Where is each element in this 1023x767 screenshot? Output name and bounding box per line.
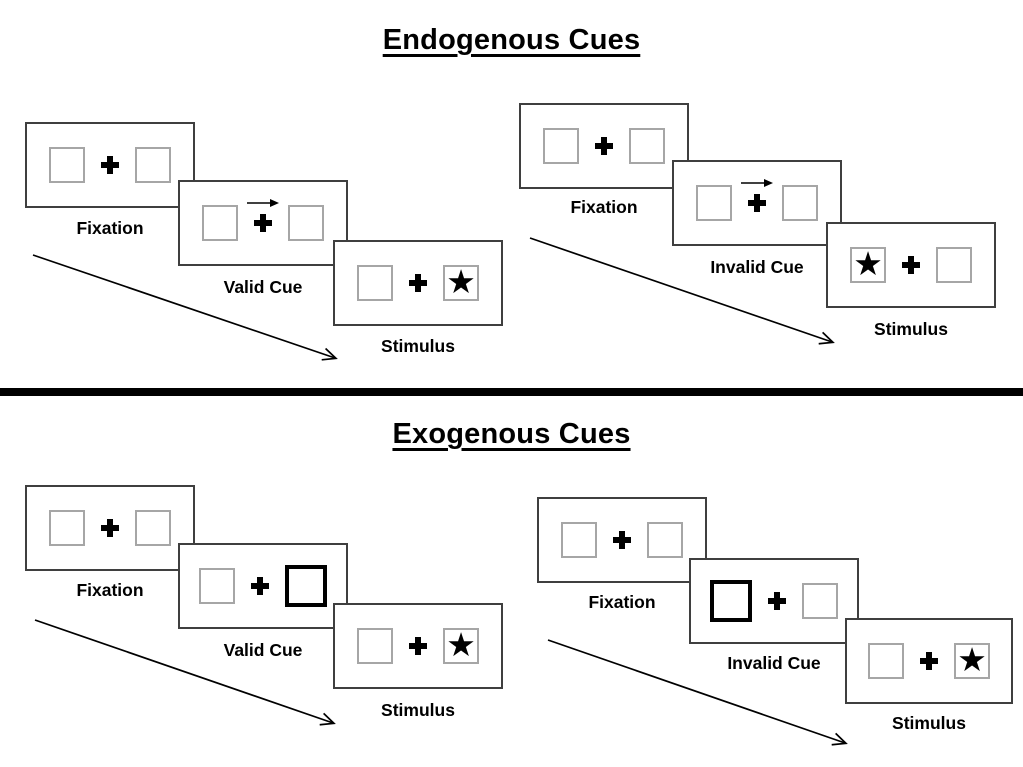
fixation-panel bbox=[25, 122, 195, 208]
sequence-arrow-icon bbox=[529, 237, 835, 345]
sequence-arrow-icon bbox=[32, 254, 338, 361]
right-box bbox=[802, 583, 838, 619]
left-box bbox=[357, 265, 393, 301]
right-box: ★ bbox=[443, 265, 479, 301]
cue-arrow-icon bbox=[247, 199, 279, 207]
left-box: ★ bbox=[850, 247, 886, 283]
fixation-panel bbox=[537, 497, 707, 583]
right-box bbox=[936, 247, 972, 283]
panel-label: Invalid Cue bbox=[727, 653, 821, 673]
invalid-cue-panel bbox=[672, 160, 842, 246]
star-icon: ★ bbox=[957, 640, 987, 679]
fixation-cross-icon bbox=[595, 137, 613, 155]
fixation-cross-icon bbox=[613, 531, 631, 549]
right-box bbox=[288, 205, 324, 241]
panel-label: Stimulus bbox=[381, 700, 455, 720]
left-box bbox=[357, 628, 393, 664]
valid-cue-panel bbox=[178, 543, 348, 629]
left-box bbox=[561, 522, 597, 558]
right-box bbox=[647, 522, 683, 558]
right-box bbox=[629, 128, 665, 164]
panel-label: Stimulus bbox=[892, 713, 966, 733]
fixation-cross-icon bbox=[254, 214, 272, 232]
invalid-cue-panel bbox=[689, 558, 859, 644]
fixation-cross-icon bbox=[409, 637, 427, 655]
left-box bbox=[199, 568, 235, 604]
panel-label: Fixation bbox=[76, 580, 144, 600]
left-box bbox=[49, 147, 85, 183]
left-box bbox=[49, 510, 85, 546]
valid-cue-panel bbox=[178, 180, 348, 266]
section-title-endogenous: Endogenous Cues bbox=[382, 24, 641, 56]
stimulus-panel: ★ bbox=[845, 618, 1013, 704]
panel-label: Valid Cue bbox=[223, 277, 303, 297]
sequence-arrow-icon bbox=[547, 639, 848, 746]
stimulus-panel: ★ bbox=[826, 222, 996, 308]
left-box bbox=[543, 128, 579, 164]
right-box bbox=[135, 147, 171, 183]
fixation-cross-icon bbox=[409, 274, 427, 292]
left-box bbox=[202, 205, 238, 241]
panel-label: Fixation bbox=[588, 592, 656, 612]
cue-arrow-icon bbox=[741, 179, 773, 187]
fixation-panel bbox=[519, 103, 689, 189]
right-box: ★ bbox=[443, 628, 479, 664]
panel-label: Invalid Cue bbox=[710, 257, 804, 277]
section-title-exogenous: Exogenous Cues bbox=[392, 418, 631, 450]
sequence-arrow-icon bbox=[34, 619, 336, 726]
panel-label: Fixation bbox=[570, 197, 638, 217]
fixation-panel bbox=[25, 485, 195, 571]
fixation-cross-icon bbox=[902, 256, 920, 274]
star-icon: ★ bbox=[446, 262, 476, 301]
fixation-cross-icon bbox=[101, 519, 119, 537]
left-box bbox=[696, 185, 732, 221]
section-divider bbox=[0, 388, 1023, 396]
left-box-highlighted bbox=[710, 580, 752, 622]
panel-label: Fixation bbox=[76, 218, 144, 238]
panel-label: Valid Cue bbox=[223, 640, 303, 660]
fixation-cross-icon bbox=[768, 592, 786, 610]
right-box: ★ bbox=[954, 643, 990, 679]
fixation-cross-icon bbox=[748, 194, 766, 212]
panel-label: Stimulus bbox=[874, 319, 948, 339]
right-box-highlighted bbox=[285, 565, 327, 607]
fixation-cross-icon bbox=[251, 577, 269, 595]
star-icon: ★ bbox=[853, 244, 883, 283]
right-box bbox=[782, 185, 818, 221]
star-icon: ★ bbox=[446, 625, 476, 664]
left-box bbox=[868, 643, 904, 679]
stimulus-panel: ★ bbox=[333, 603, 503, 689]
fixation-cross-icon bbox=[101, 156, 119, 174]
panel-label: Stimulus bbox=[381, 336, 455, 356]
right-box bbox=[135, 510, 171, 546]
fixation-cross-icon bbox=[920, 652, 938, 670]
stimulus-panel: ★ bbox=[333, 240, 503, 326]
